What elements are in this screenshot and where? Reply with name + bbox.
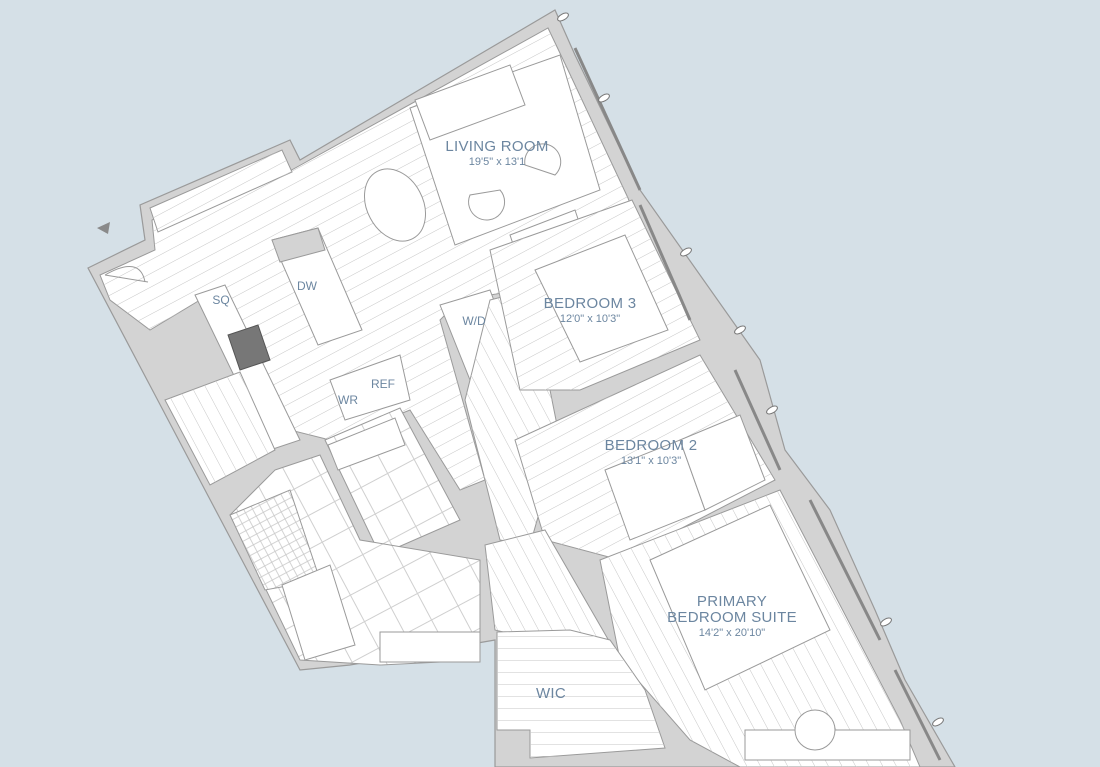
room-dimensions: 19'5" x 13'1 <box>468 155 526 168</box>
fixture-label-washer-dryer: W/D <box>462 314 486 328</box>
room-label-primary-bedroom: PRIMARY BEDROOM SUITE 14'2" x 20'10" <box>667 594 797 639</box>
room-dimensions: 12'0" x 10'3" <box>559 312 621 325</box>
room-dimensions: 14'2" x 20'10" <box>698 626 766 639</box>
windows <box>557 12 944 761</box>
half-bath <box>164 371 276 486</box>
fixture-label-refrigerator: REF <box>371 377 395 391</box>
room-label-bedroom-3: BEDROOM 3 12'0" x 10'3" <box>544 296 637 325</box>
room-label-wic: WIC <box>536 686 566 702</box>
balcony <box>149 149 293 233</box>
room-name: BEDROOM 2 <box>604 437 698 454</box>
primary-bath <box>229 454 481 666</box>
living-room-furniture <box>364 54 601 251</box>
fixture-label-wine-refrigerator: WR <box>338 393 358 407</box>
fixture-label-storage: SQ <box>212 293 230 307</box>
walk-in-closet <box>496 629 666 759</box>
room-label-bedroom-2: BEDROOM 2 13'1" x 10'3" <box>605 438 698 467</box>
room-name: LIVING ROOM <box>445 138 549 155</box>
kitchen <box>194 227 411 451</box>
bedroom-3 <box>489 199 701 391</box>
bedroom-2 <box>514 354 776 561</box>
room-name: BEDROOM 3 <box>543 295 637 312</box>
entry-door[interactable] <box>104 266 149 283</box>
fixture-label-dishwasher: DW <box>297 279 317 293</box>
room-name: WIC <box>535 685 567 702</box>
room-name-line2: BEDROOM SUITE <box>667 608 797 626</box>
room-label-living-room: LIVING ROOM 19'5" x 13'1 <box>445 139 548 168</box>
room-name: PRIMARY <box>696 593 768 610</box>
entry-arrow-icon <box>97 222 110 234</box>
room-dimensions: 13'1" x 10'3" <box>620 454 682 467</box>
hall-bath <box>324 407 461 556</box>
primary-bedroom <box>599 489 921 767</box>
